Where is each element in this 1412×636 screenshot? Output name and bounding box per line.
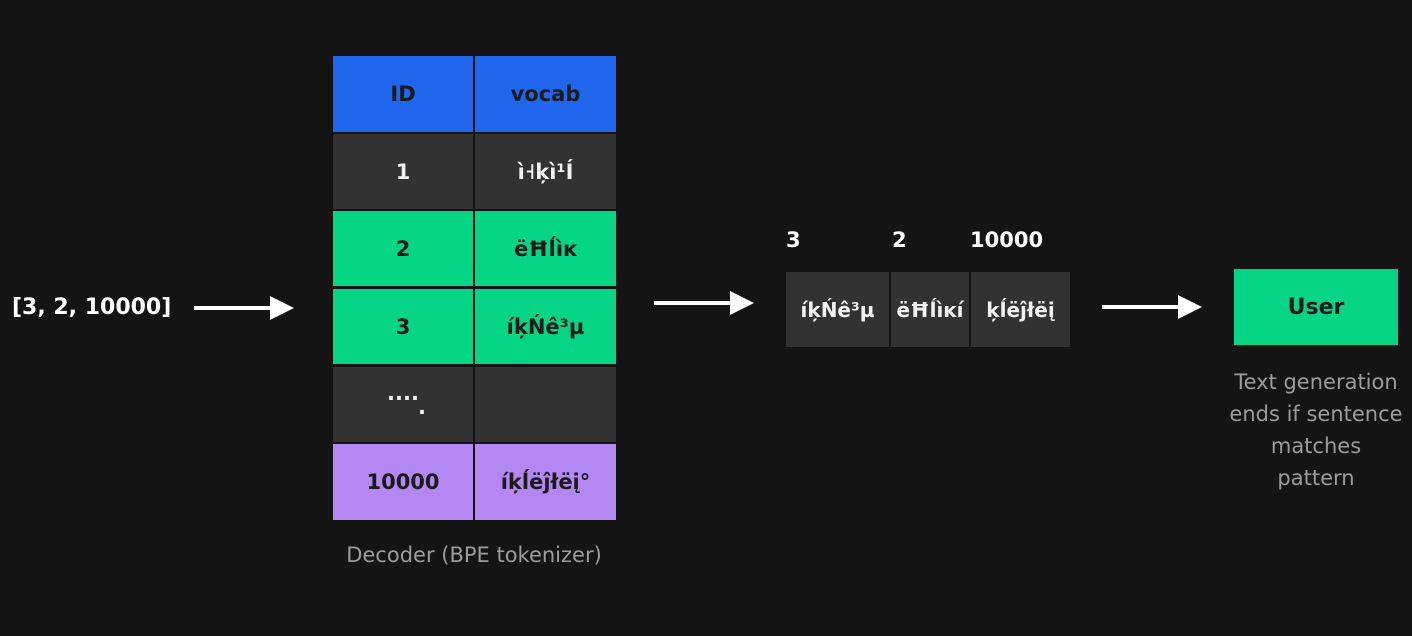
table-row-ellipsis-id: .... . (333, 367, 473, 442)
output-token-text-2: ëĦĺìĸí (891, 272, 969, 347)
note-line-4: pattern (1277, 466, 1355, 490)
output-token-id-3: 10000 (970, 228, 1044, 252)
ellipsis-dots: .... (387, 380, 419, 405)
table-row-2-vocab: ëĦĺìĸ (475, 211, 616, 286)
user-box: User (1234, 269, 1398, 345)
table-row-3-id: 3 (333, 289, 473, 364)
arrow-right-icon (654, 283, 756, 323)
output-token-text-3: ķĺëĵłëį (971, 272, 1070, 347)
output-token-text-1: íķŃê³µ (786, 272, 889, 347)
table-row-1-vocab: ì˧ķì¹Í (475, 134, 616, 209)
note-line-1: Text generation (1234, 370, 1398, 394)
generation-end-note: Text generation ends if sentence matches… (1216, 366, 1412, 494)
table-row-1-id: 1 (333, 134, 473, 209)
output-token-id-1: 3 (786, 228, 801, 252)
table-row-3-vocab: íķŃê³µ (475, 289, 616, 364)
ellipsis-dot: . (418, 394, 426, 419)
table-header-id: ID (333, 56, 473, 132)
decoder-caption: Decoder (BPE tokenizer) (346, 543, 602, 567)
arrow-right-icon (1102, 287, 1204, 327)
note-line-2: ends if sentence (1229, 402, 1403, 426)
output-token-id-2: 2 (892, 228, 907, 252)
table-header-vocab: vocab (475, 56, 616, 132)
input-token-ids: [3, 2, 10000] (12, 295, 172, 320)
table-row-2-id: 2 (333, 211, 473, 286)
arrow-right-icon (194, 288, 296, 328)
decoder-table: ID vocab 1 ì˧ķì¹Í 2 ëĦĺìĸ 3 íķŃê³µ .... … (333, 56, 616, 520)
table-row-ellipsis-vocab (475, 367, 616, 442)
table-row-10000-id: 10000 (333, 444, 473, 520)
table-row-10000-vocab: íķĺëĵłëį° (475, 444, 616, 520)
note-line-3: matches (1270, 434, 1362, 458)
